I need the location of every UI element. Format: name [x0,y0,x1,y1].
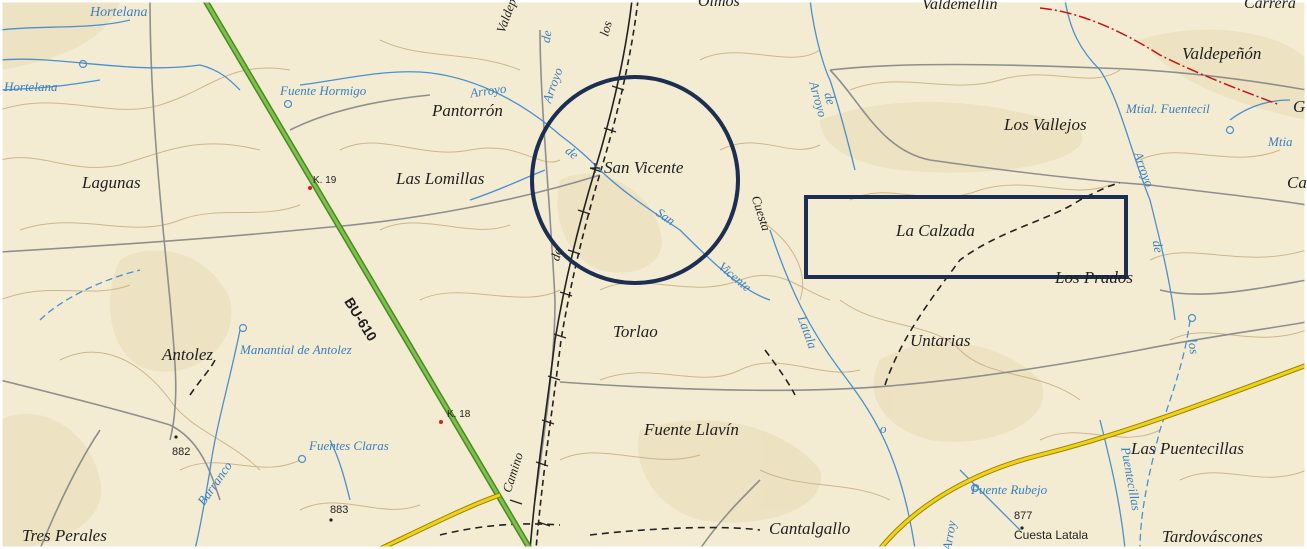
road-yellow [378,362,1307,549]
label-k18: K. 18 [447,409,471,420]
label-mtial-fuentecil: Mtial. Fuentecil [1126,101,1210,116]
label-mtia: Mtia [1268,134,1293,149]
label-las-lomillas: Las Lomillas [396,169,485,188]
label-las-puentecillas: Las Puentecillas [1131,439,1244,458]
label-edge-ca: Ca [1287,173,1307,192]
km-markers [308,186,443,424]
highlight-rectangle [804,195,1128,279]
label-k19: K. 19 [313,175,337,186]
label-torlao: Torlao [613,322,658,341]
label-los-prados: Los Prados [1055,268,1133,287]
label-fuente-hormigo: Fuente Hormigo [280,83,367,98]
label-fuente-llavin: Fuente Llavín [644,420,739,439]
label-valdepenon: Valdepeñón [1182,44,1262,63]
elevation-points [174,435,1024,530]
label-los: los [1184,337,1203,356]
label-cantalgallo: Cantalgallo [769,519,851,538]
label-los-vallejos: Los Vallejos [1004,115,1087,134]
san-vicente-marker [590,163,600,173]
highlight-circle [530,75,740,285]
label-manantial-antolez: Manantial de Antolez [240,342,352,357]
label-los-top: los [596,19,615,38]
label-de-4: de [537,29,555,44]
label-hortelana-top: Hortelana [90,5,148,20]
label-untarias: Untarias [910,331,971,350]
label-pantorron: Pantorrón [432,101,503,120]
label-edge-g: G [1293,97,1306,116]
label-lagunas: Lagunas [82,173,141,192]
label-antolez: Antolez [162,345,213,364]
label-san-vicente: San Vicente [604,158,684,177]
label-de-3: de [1149,239,1167,254]
dashed-tracks [189,182,1121,536]
label-elev-883: 883 [330,504,349,516]
label-o-letter: o [880,421,887,436]
label-tardovascones: Tardováscones [1162,527,1263,546]
label-fuente-rubejo: Fuente Rubejo [971,482,1048,497]
label-valdemellin: Valdemellín [922,0,998,13]
label-elev-877: 877 [1014,510,1033,522]
label-olmos: Olmos [698,0,740,10]
label-tres-perales: Tres Perales [22,526,107,545]
label-cuesta-latala: Cuesta Latala [1014,528,1089,542]
boundary-line [1039,7,1281,106]
label-fuentes-claras: Fuentes Claras [309,438,389,453]
railway-ticks [509,85,625,527]
label-la-calzada: La Calzada [896,221,975,240]
label-elev-882: 882 [172,446,191,458]
label-carrera: Carrera [1244,0,1296,12]
railway [529,0,639,549]
spring-markers [78,59,1235,493]
label-hortelana-left: Hortelana [4,79,58,94]
